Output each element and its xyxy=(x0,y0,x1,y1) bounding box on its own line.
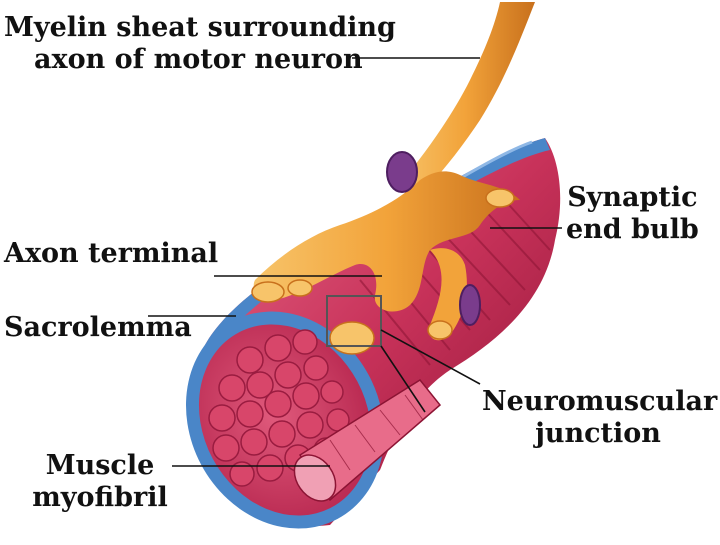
label-synaptic-line2: end bulb xyxy=(566,214,699,245)
label-muscle-myofibril: Muscle myofibril xyxy=(20,450,180,514)
label-neuromuscular-junction: Neuromuscular junction xyxy=(482,386,718,450)
label-myelin-line1: Myelin sheat surrounding xyxy=(4,12,396,43)
label-synaptic-end-bulb: Synaptic end bulb xyxy=(566,182,699,246)
label-myelin-sheath: Myelin sheat surrounding axon of motor n… xyxy=(4,12,396,76)
muscle-nucleus xyxy=(459,284,481,326)
schwann-nucleus xyxy=(386,151,418,193)
label-nmj-line2: junction xyxy=(535,418,661,449)
sarcolemma-membrane xyxy=(205,138,550,350)
label-nmj-line1: Neuromuscular xyxy=(482,386,718,417)
leader-nmj-a xyxy=(380,329,481,385)
label-muscle-line1: Muscle xyxy=(45,450,155,481)
label-synaptic-line1: Synaptic xyxy=(567,182,698,213)
label-muscle-line2: myofibril xyxy=(32,482,168,513)
leader-nmj-b xyxy=(380,345,426,413)
junction-highlight-box xyxy=(326,295,382,347)
label-sarcolemma: Sacrolemma xyxy=(4,312,192,343)
leader-lines xyxy=(148,57,562,467)
axon-branch-lower xyxy=(429,248,467,341)
label-myelin-line2: axon of motor neuron xyxy=(34,44,363,75)
axon-myelin-sheath xyxy=(395,2,535,195)
label-axon-terminal: Axon terminal xyxy=(4,238,219,269)
myofibril-bands xyxy=(329,394,424,471)
